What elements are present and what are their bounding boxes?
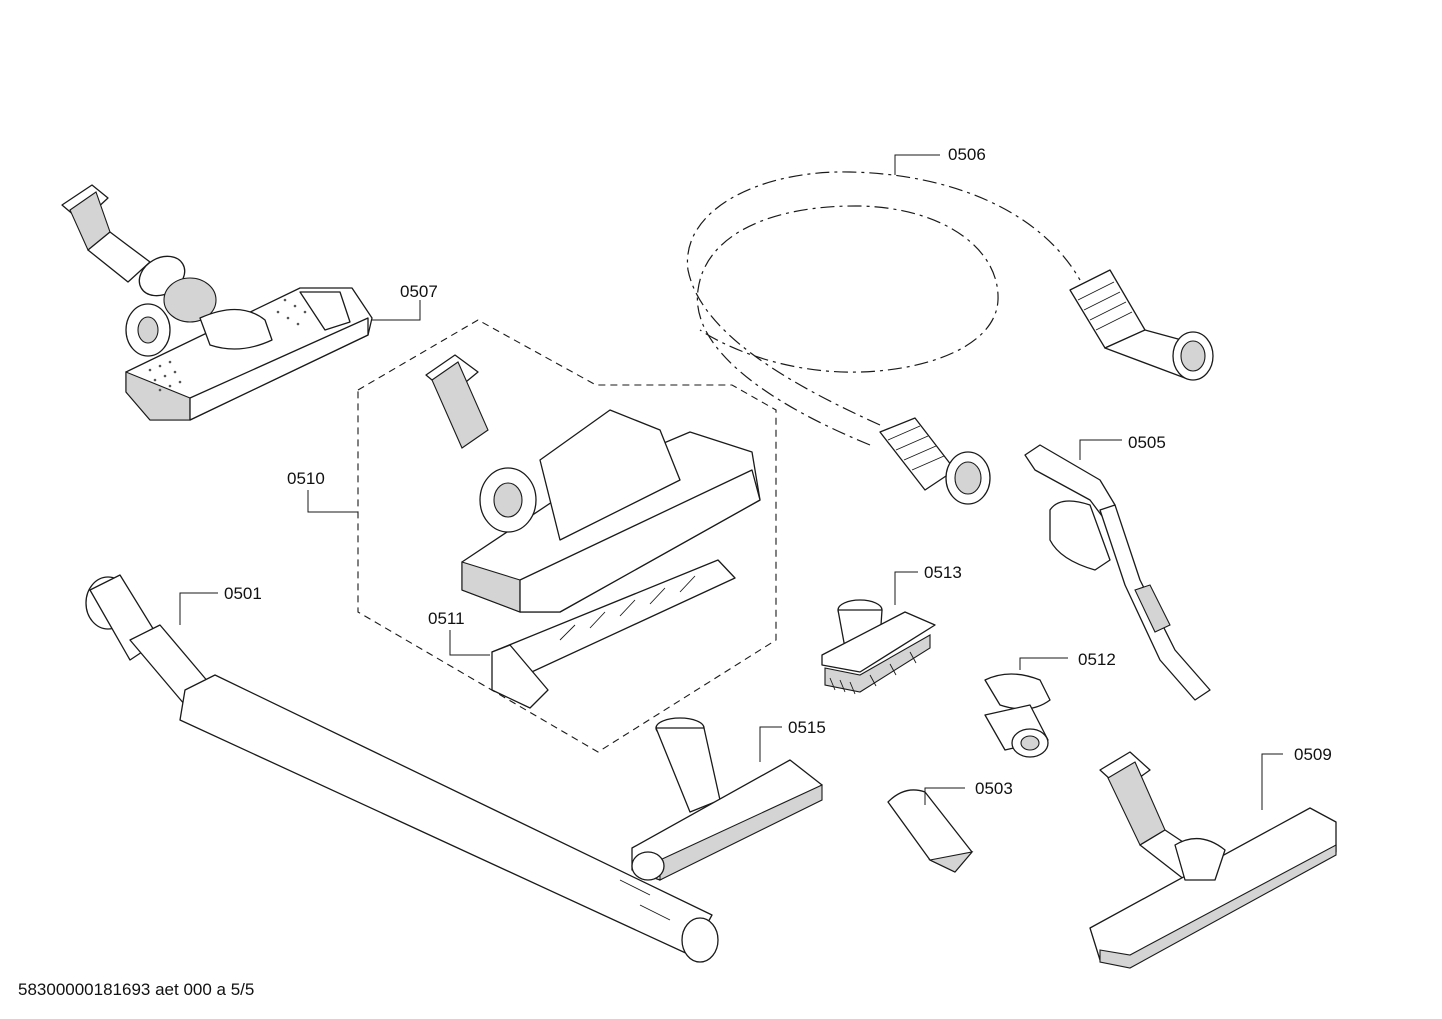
label-0511: 0511 [428,609,465,628]
label-0512: 0512 [1078,650,1116,669]
group-outline-0510 [357,319,777,753]
leader-0512 [1019,657,1068,670]
upholstery-brush-0513 [821,599,936,695]
label-0513: 0513 [924,563,962,582]
document-code: 58300000181693 aet 000 a 5/5 [18,980,255,999]
floor-nozzle-0509 [1089,751,1337,969]
crevice-nozzle-0503 [887,789,974,873]
label-0515: 0515 [788,718,826,737]
label-0506: 0506 [948,145,986,164]
hose-handle-0505 [1024,444,1211,701]
label-0505: 0505 [1128,433,1166,452]
leader-0503 [924,787,965,805]
leader-0513 [894,571,918,605]
leader-0501 [179,592,218,625]
leader-0511 [449,630,490,656]
accessory-clip-0512 [984,673,1051,758]
brush-roll-0511 [491,559,736,709]
leader-0506 [894,154,940,175]
leader-0509 [1261,753,1283,810]
label-0501: 0501 [224,584,262,603]
turbo-brush-0510 [425,354,761,613]
floor-nozzle-0507 [61,184,373,421]
hard-floor-tool-0515 [631,717,823,881]
label-0510: 0510 [287,469,325,488]
leader-0510 [307,490,358,513]
label-0509: 0509 [1294,745,1332,764]
leader-0505 [1079,439,1122,460]
label-0503: 0503 [975,779,1013,798]
leader-0515 [759,726,782,762]
label-0507: 0507 [400,282,438,301]
hose-0506 [686,171,1214,505]
telescopic-tube-0501 [85,574,719,963]
leader-0507 [372,300,421,321]
